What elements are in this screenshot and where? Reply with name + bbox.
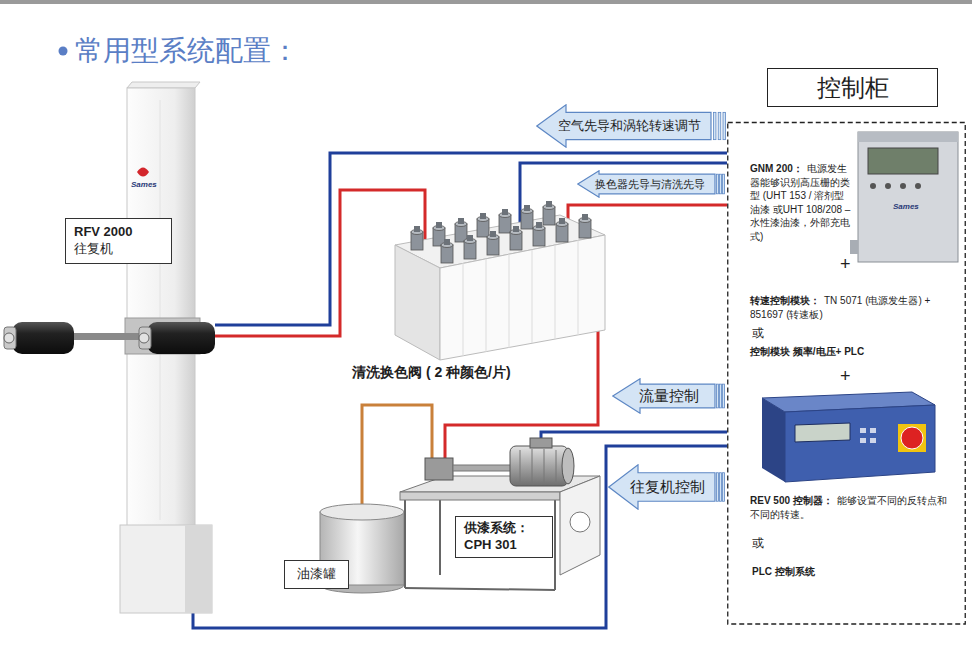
device-description: 控制模块 频率/电压+ PLC	[750, 346, 864, 357]
part-caption: 清洗换色阀 ( 2 种颜色/片)	[352, 364, 511, 380]
or-note: 或	[752, 326, 764, 340]
brand-logo: Sames	[131, 180, 157, 189]
color-change-valve	[395, 201, 605, 360]
pump-unit	[400, 438, 600, 590]
signal-arrow: 流量控制	[612, 378, 725, 414]
node-text: 换色器先导与清洗先导	[588, 170, 712, 198]
label-group: 转速控制模块：TN 5071 (电源发生器) + 851697 (转速板)	[750, 294, 955, 321]
power-generator	[850, 132, 958, 262]
device-description: REV 500 控制器：	[750, 495, 833, 506]
tank-label: 油漆罐	[284, 560, 349, 589]
signal-arrow: 空气先导和涡轮转速调节	[536, 104, 727, 148]
node-text: RFV 2000	[74, 224, 163, 241]
label-group: Sames	[893, 202, 919, 212]
label-group: GNM 200：电源发生器能够识别高压栅的类型 (UHT 153 / 溶剂型油漆…	[750, 162, 852, 243]
signal-arrow: 往复机控制	[608, 464, 725, 510]
brand-logo: Sames	[893, 202, 919, 211]
plus-sign: +	[840, 254, 851, 274]
page-title: 常用型系统配置：	[75, 32, 299, 70]
node-text: 控制柜	[767, 68, 938, 107]
device-description: PLC 控制系统	[752, 566, 815, 577]
plus-sign: +	[840, 366, 851, 386]
rev-controller	[762, 392, 935, 482]
device-description: GNM 200：	[750, 163, 803, 174]
label-group: PLC 控制系统	[752, 566, 815, 579]
node-text: 空气先导和涡轮转速调节	[551, 104, 708, 148]
label-group: 控制模块 频率/电压+ PLC	[750, 346, 864, 359]
supply-label: 供漆系统： CPH 301	[455, 516, 553, 558]
device-description: 电源发生器能够识别高压栅的类型 (UHT 153 / 溶剂型油漆 或UHT 10…	[750, 163, 850, 242]
node-text: 供漆系统： CPH 301	[464, 520, 544, 554]
wires	[193, 153, 727, 628]
node-text: 往复机控制	[623, 464, 712, 510]
label-group: Sames	[131, 180, 157, 190]
label-group: +	[840, 365, 851, 388]
node-text: 油漆罐	[297, 566, 336, 583]
node-text: 流量控制	[626, 378, 712, 414]
label-group: 或	[752, 536, 764, 551]
label-group: REV 500 控制器：能够设置不同的反转点和不同的转速。	[750, 494, 955, 521]
or-note: 或	[752, 536, 764, 550]
signal-arrow: 换色器先导与清洗先导	[577, 170, 725, 198]
label-group: 清洗换色阀 ( 2 种颜色/片)	[352, 364, 511, 382]
reciprocator	[4, 82, 215, 613]
node-text: 往复机	[74, 241, 163, 258]
label-group: +	[840, 253, 851, 276]
device-description: 转速控制模块：	[750, 295, 820, 306]
label-group: 或	[752, 326, 764, 341]
machine-label: RFV 2000往复机	[65, 218, 172, 264]
